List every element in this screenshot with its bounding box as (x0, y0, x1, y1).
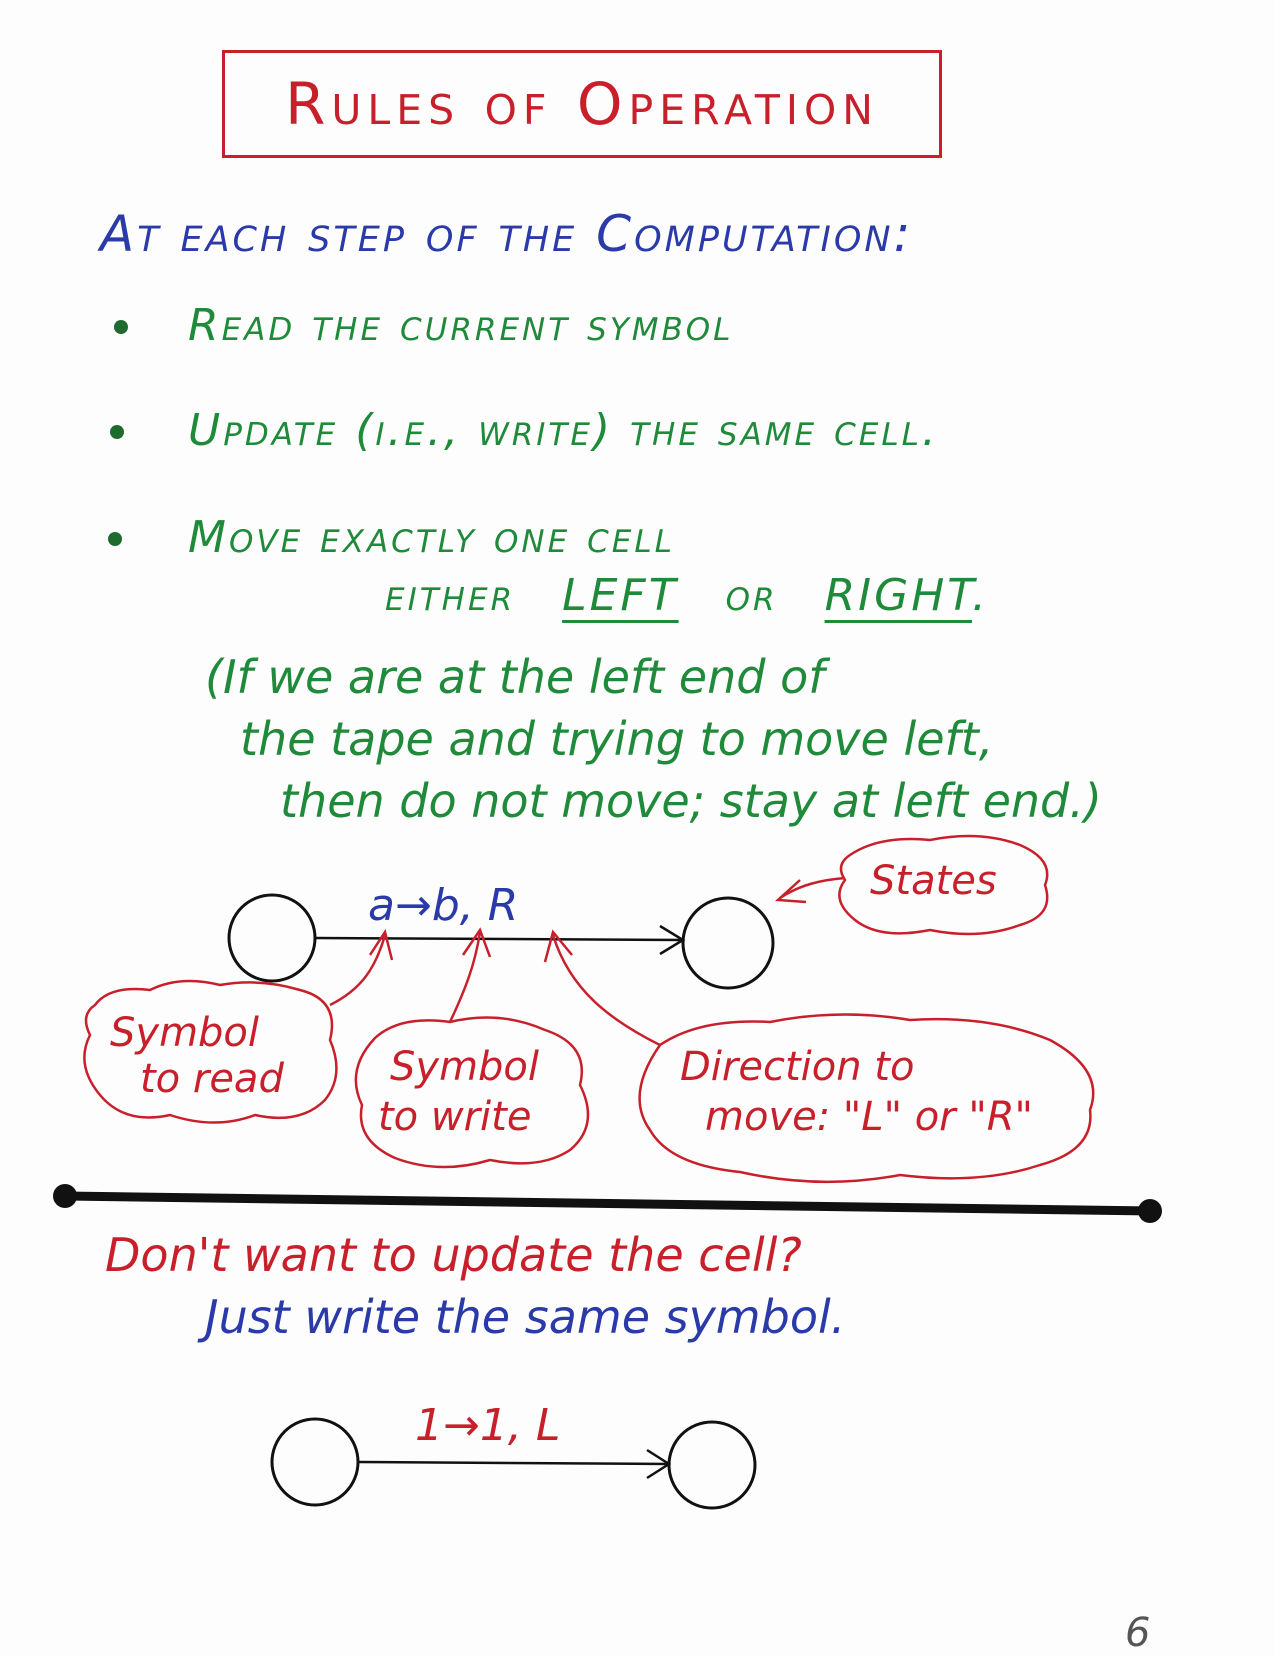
callout-write-line-2: to write (378, 1094, 532, 1140)
page-number: 6 (1125, 1610, 1151, 1656)
bullet-dot-1 (114, 320, 128, 334)
callout-direction-line-1: Direction to (680, 1044, 915, 1090)
move-or: or (725, 570, 778, 621)
callout-states: States (870, 858, 997, 904)
cloud-write (354, 1016, 590, 1169)
note-line-2: the tape and trying to move left, (240, 712, 994, 766)
move-line-2: either LEFT or RIGHT. (385, 570, 989, 621)
callout-direction-line-2: move: "L" or "R" (705, 1094, 1033, 1140)
tip-question: Don't want to update the cell? (105, 1228, 802, 1282)
transition-label-1: a→b, R (368, 880, 519, 931)
divider-end-left (53, 1184, 77, 1208)
page-title: Rules of Operation (285, 70, 879, 138)
transition-arrowhead-1 (659, 924, 686, 956)
title-box: Rules of Operation (222, 50, 942, 158)
bullet-dot-2 (110, 425, 124, 439)
callout-write-line-1: Symbol (390, 1044, 540, 1090)
transition-line-2 (357, 1460, 670, 1466)
transition-line-1 (314, 936, 684, 942)
bullet-read: Read the current symbol (188, 300, 734, 351)
note-line-1: (If we are at the left end of (205, 650, 825, 704)
note-line-3: then do not move; stay at left end.) (280, 774, 1102, 828)
bullet-dot-3 (108, 532, 122, 546)
state-circle-left-2 (270, 1417, 360, 1507)
cloud-direction (638, 1013, 1095, 1184)
divider-end-right (1138, 1199, 1162, 1223)
divider-line (60, 1191, 1155, 1216)
bullet-update: Update (i.e., write) the same cell. (188, 405, 939, 456)
move-left: LEFT (562, 570, 679, 621)
arrow-read (329, 934, 387, 1007)
state-circle-right-2 (667, 1420, 757, 1510)
move-either: either (385, 570, 516, 621)
cloud-read (83, 979, 338, 1124)
arrow-direction (551, 934, 661, 1047)
move-period: . (971, 570, 989, 621)
move-right: RIGHT (824, 570, 972, 621)
state-circle-left (227, 893, 317, 983)
arrow-write (448, 931, 482, 1023)
state-circle-right (681, 896, 775, 990)
bullet-move: Move exactly one cell (188, 512, 675, 563)
cloud-states (838, 834, 1049, 936)
callout-read-line-1: Symbol (110, 1010, 260, 1056)
transition-label-2: 1→1, L (415, 1400, 561, 1451)
intro-text: At each step of the Computation: (100, 205, 914, 263)
callout-read-line-2: to read (140, 1056, 284, 1102)
transition-arrowhead-2 (646, 1448, 672, 1480)
tip-answer: Just write the same symbol. (205, 1290, 846, 1344)
